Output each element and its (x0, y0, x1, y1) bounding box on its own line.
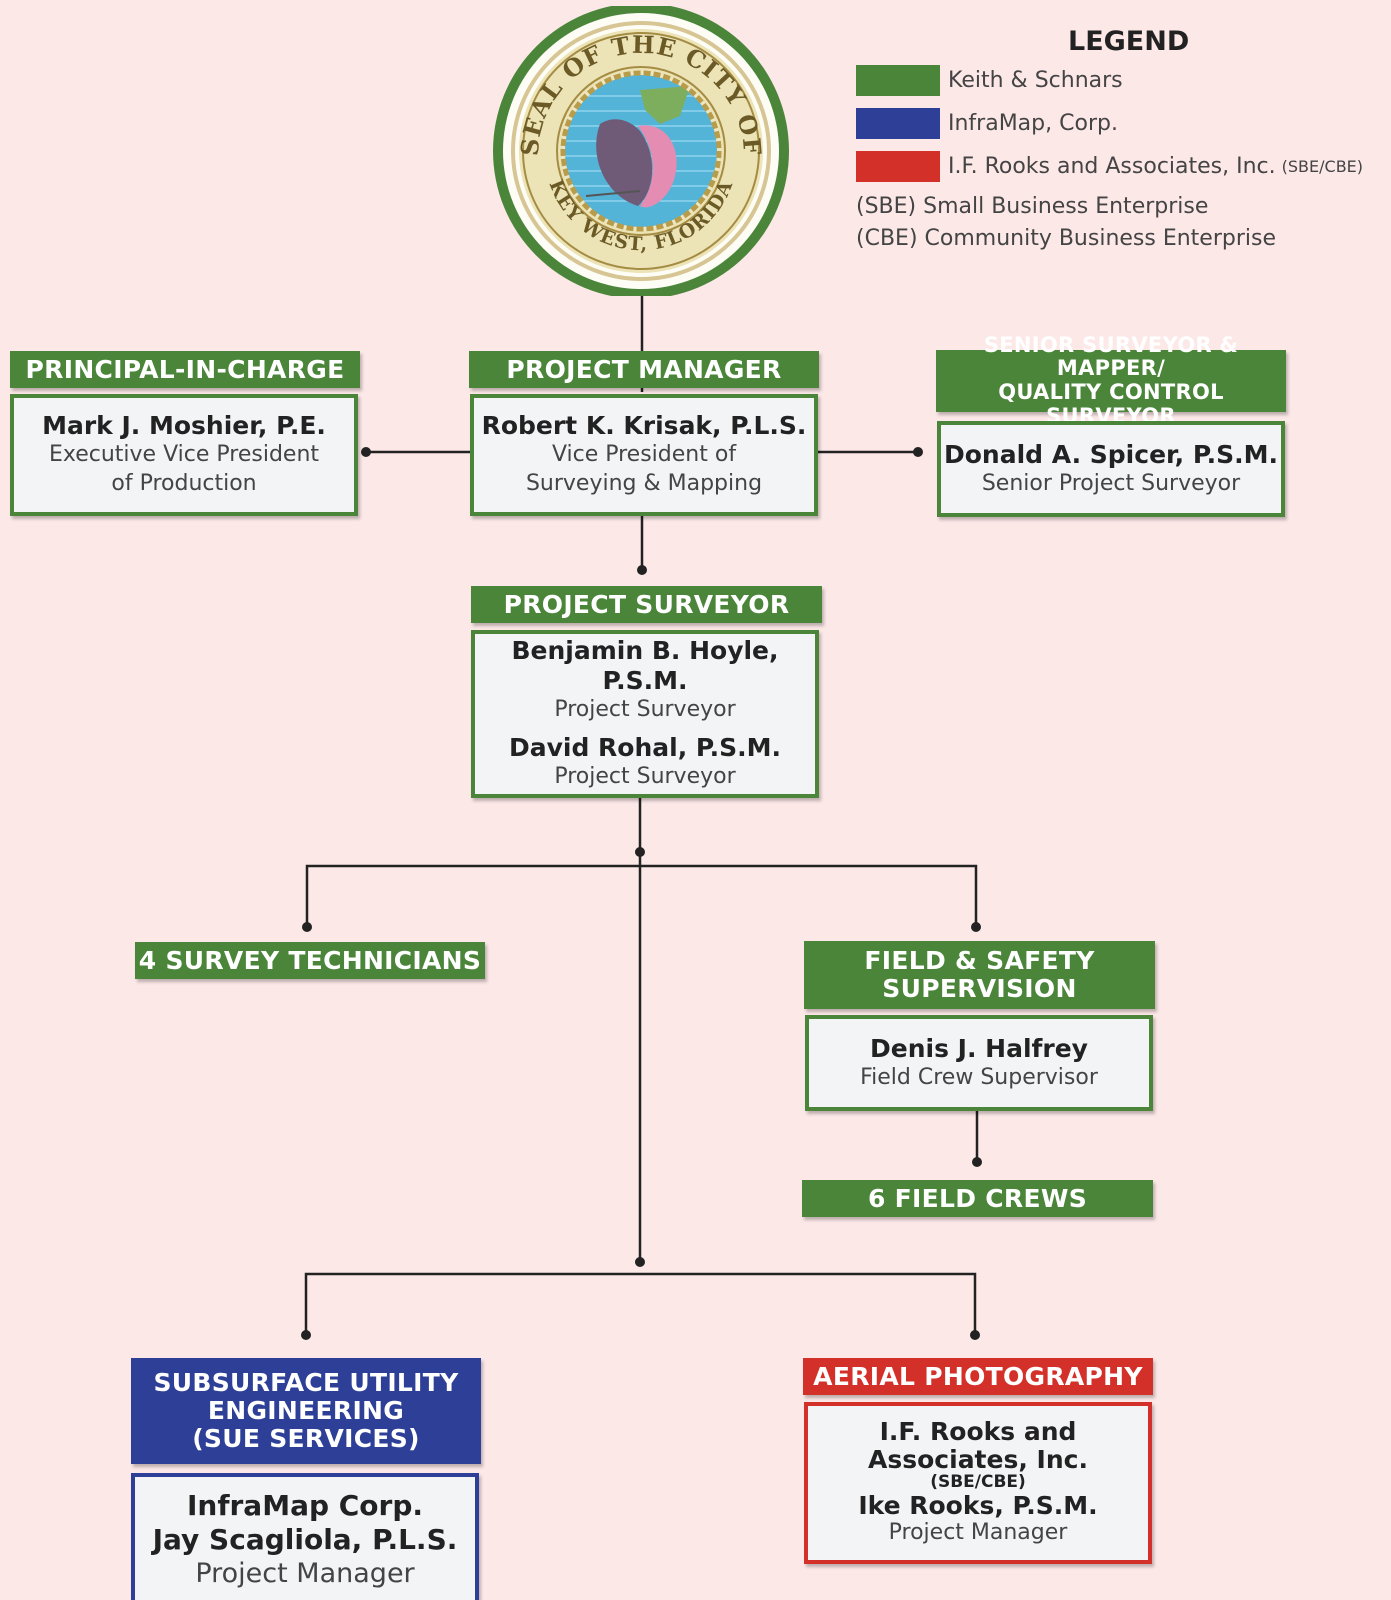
senior-surveyor-header-line1: SENIOR SURVEYOR & MAPPER/ (983, 332, 1239, 381)
senior-surveyor-header: SENIOR SURVEYOR & MAPPER/ QUALITY CONTRO… (936, 333, 1286, 427)
project-surveyor-header: PROJECT SURVEYOR (471, 586, 822, 623)
legend-label-suffix: (SBE/CBE) (1281, 157, 1364, 176)
legend-label: Keith & Schnars (948, 68, 1123, 93)
project-manager-title-line1: Vice President of (551, 442, 737, 468)
sue-header-line2: ENGINEERING (207, 1396, 405, 1425)
principal-title-line1: Executive Vice President (48, 442, 320, 468)
project-manager-card: Robert K. Krisak, P.L.S. Vice President … (470, 394, 818, 516)
legend-title: LEGEND (1068, 26, 1190, 57)
aerial-company-tag: (SBE/CBE) (930, 1472, 1026, 1493)
principal-in-charge-card: Mark J. Moshier, P.E. Executive Vice Pre… (10, 394, 358, 516)
senior-surveyor-name: Donald A. Spicer, P.S.M. (944, 439, 1278, 469)
project-manager-header: PROJECT MANAGER (469, 351, 819, 388)
project-manager-name: Robert K. Krisak, P.L.S. (481, 411, 807, 441)
legend-swatch-red (856, 151, 940, 182)
field-safety-header-line2: SUPERVISION (882, 974, 1077, 1003)
city-seal-logo: SEAL OF THE CITY OF KEY WEST, FLORIDA (493, 6, 789, 296)
field-safety-card: Denis J. Halfrey Field Crew Supervisor (805, 1015, 1153, 1111)
survey-technicians-label: 4 SURVEY TECHNICIANS (138, 945, 482, 975)
sue-services-card: InfraMap Corp. Jay Scagliola, P.L.S. Pro… (131, 1473, 479, 1600)
aerial-photography-card: I.F. Rooks and Associates, Inc. (SBE/CBE… (804, 1402, 1152, 1564)
project-manager-title-line2: Surveying & Mapping (525, 471, 763, 496)
project-surveyor-card: Benjamin B. Hoyle, P.S.M. Project Survey… (471, 630, 819, 798)
aerial-photography-header: AERIAL PHOTOGRAPHY (803, 1358, 1153, 1395)
project-manager-header-label: PROJECT MANAGER (506, 354, 782, 384)
aerial-company-line1: I.F. Rooks and (879, 1417, 1077, 1447)
aerial-name: Ike Rooks, P.S.M. (858, 1490, 1098, 1520)
field-safety-header: FIELD & SAFETY SUPERVISION (804, 941, 1155, 1009)
sue-company: InfraMap Corp. (186, 1489, 424, 1522)
senior-surveyor-title: Senior Project Surveyor (981, 470, 1241, 496)
sue-header-line3: (SUE SERVICES) (192, 1424, 420, 1453)
sue-services-header: SUBSURFACE UTILITY ENGINEERING (SUE SERV… (131, 1358, 481, 1464)
legend-item-keith-schnars: Keith & Schnars (856, 65, 1123, 96)
sue-name: Jay Scagliola, P.L.S. (152, 1522, 458, 1556)
field-crews-label: 6 FIELD CREWS (867, 1183, 1088, 1213)
legend-note-cbe: (CBE) Community Business Enterprise (856, 226, 1277, 251)
project-surveyor-header-label: PROJECT SURVEYOR (503, 589, 790, 619)
sue-header-line1: SUBSURFACE UTILITY (153, 1368, 459, 1397)
legend-item-inframap: InfraMap, Corp. (856, 108, 1118, 139)
legend-swatch-green (856, 65, 940, 96)
sue-title: Project Manager (195, 1558, 415, 1590)
aerial-title: Project Manager (888, 1520, 1068, 1546)
legend-swatch-blue (856, 108, 940, 139)
field-safety-header-line1: FIELD & SAFETY (864, 946, 1095, 975)
aerial-company-line2: Associates, Inc. (868, 1444, 1088, 1474)
project-surveyor-name: David Rohal, P.S.M. (508, 733, 782, 762)
field-supervisor-name: Denis J. Halfrey (870, 1033, 1088, 1063)
legend-label: I.F. Rooks and Associates, Inc. (948, 154, 1276, 179)
principal-name: Mark J. Moshier, P.E. (42, 411, 326, 441)
project-surveyor-name: Benjamin B. Hoyle, P.S.M. (511, 636, 779, 696)
survey-technicians-header: 4 SURVEY TECHNICIANS (135, 942, 485, 979)
legend-item-if-rooks: I.F. Rooks and Associates, Inc. (SBE/CBE… (856, 151, 1363, 182)
project-surveyor-title: Project Surveyor (554, 697, 736, 723)
principal-in-charge-header: PRINCIPAL-IN-CHARGE (10, 351, 360, 388)
legend-label: InfraMap, Corp. (948, 111, 1118, 136)
senior-surveyor-card: Donald A. Spicer, P.S.M. Senior Project … (937, 421, 1285, 517)
principal-title-line2: of Production (111, 471, 257, 496)
project-surveyor-title: Project Surveyor (554, 764, 736, 789)
principal-header-label: PRINCIPAL-IN-CHARGE (25, 354, 345, 384)
aerial-header-label: AERIAL PHOTOGRAPHY (813, 1361, 1143, 1391)
field-crews-header: 6 FIELD CREWS (802, 1180, 1153, 1217)
field-supervisor-title: Field Crew Supervisor (860, 1064, 1098, 1090)
legend-note-sbe: (SBE) Small Business Enterprise (856, 194, 1209, 219)
